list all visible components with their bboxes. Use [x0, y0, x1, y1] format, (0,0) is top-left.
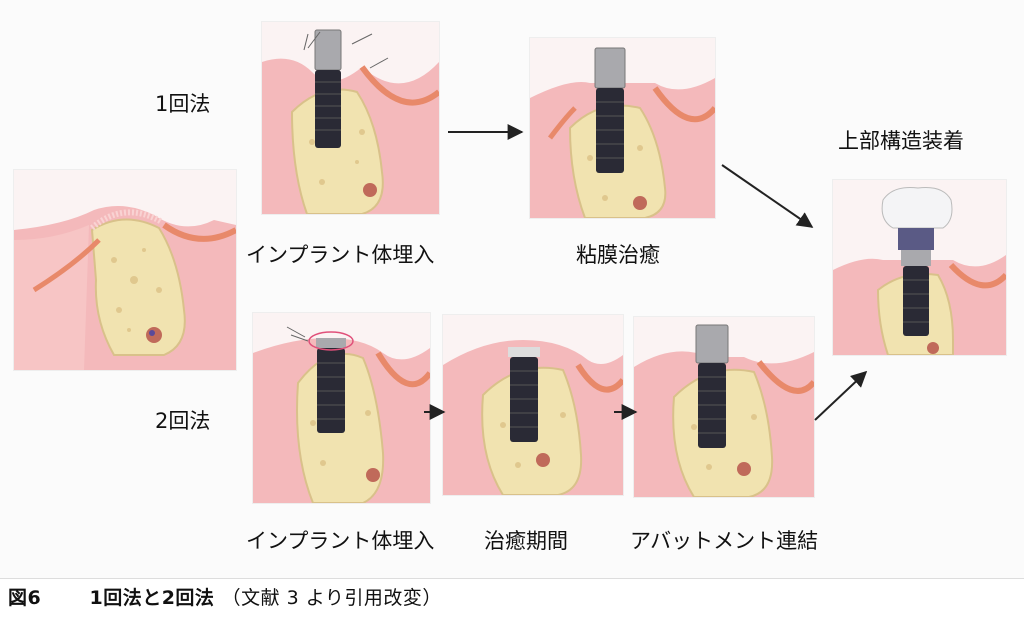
- diagram-stage: 1回法 2回法 インプラント体埋入: [14, 22, 1006, 553]
- label-final-restoration: 上部構造装着: [838, 129, 964, 153]
- panel-mucosal-healing: [530, 38, 715, 218]
- label-one-stage: 1回法: [155, 92, 211, 116]
- mucosal-healing-illustration: [530, 38, 715, 218]
- healing-period-illustration: [443, 315, 623, 495]
- two-stage-placement-illustration: [253, 313, 430, 503]
- final-restoration-illustration: [833, 180, 1006, 355]
- one-stage-placement-illustration: [262, 22, 439, 214]
- panel-healing-period: [443, 315, 623, 495]
- edentulous-ridge-illustration: [14, 170, 236, 370]
- label-implant-placement-bottom: インプラント体埋入: [246, 529, 435, 553]
- label-two-stage: 2回法: [155, 409, 211, 433]
- label-abutment-connection: アバットメント連結: [630, 529, 819, 553]
- panel-abutment-connection: [634, 317, 814, 497]
- figure-source: （文献 3 より引用改変）: [221, 587, 442, 609]
- label-healing-period: 治癒期間: [484, 529, 568, 553]
- figure-caption: 図6 1回法と2回法 （文献 3 より引用改変）: [8, 583, 442, 610]
- panel-one-stage-placement: [262, 22, 439, 214]
- panel-edentulous-ridge: [14, 170, 236, 370]
- figure-title: 1回法と2回法: [89, 587, 215, 609]
- panel-two-stage-placement: [253, 313, 430, 503]
- label-implant-placement-top: インプラント体埋入: [246, 243, 435, 267]
- panel-final-restoration: [833, 180, 1006, 355]
- arrow-abutment-to-restoration: [814, 370, 868, 421]
- abutment-connection-illustration: [634, 317, 814, 497]
- arrow-healing-to-restoration: [721, 164, 814, 228]
- figure-number: 図6: [8, 587, 42, 609]
- label-mucosal-healing: 粘膜治癒: [576, 243, 660, 267]
- caption-bar: [0, 578, 1024, 632]
